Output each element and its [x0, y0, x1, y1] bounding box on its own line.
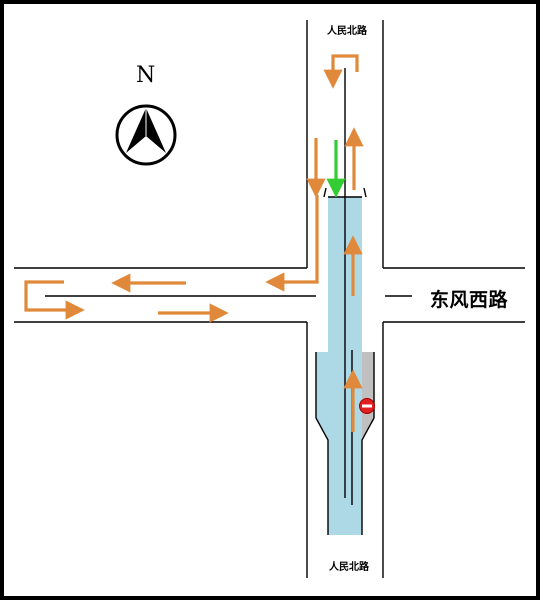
compass-north-label: N	[136, 63, 156, 88]
road-label-renmin-north-bottom: 人民北路	[329, 562, 369, 573]
red-stop-marker-icon	[359, 398, 375, 414]
east-west-road	[14, 267, 525, 323]
road-label-renmin-north-top: 人民北路	[327, 26, 367, 37]
north-arrow-compass-icon	[115, 104, 177, 166]
west-u-turn-arrow	[24, 280, 85, 320]
westbound-turn-arrow	[265, 195, 319, 292]
traffic-arrows	[24, 54, 364, 432]
u-turn-arrow	[323, 54, 359, 89]
north-south-road	[306, 20, 384, 578]
road-shoulder	[362, 352, 374, 438]
road-label-dongfeng-west: 东风西路	[430, 289, 509, 311]
highlighted-lane	[316, 197, 362, 535]
